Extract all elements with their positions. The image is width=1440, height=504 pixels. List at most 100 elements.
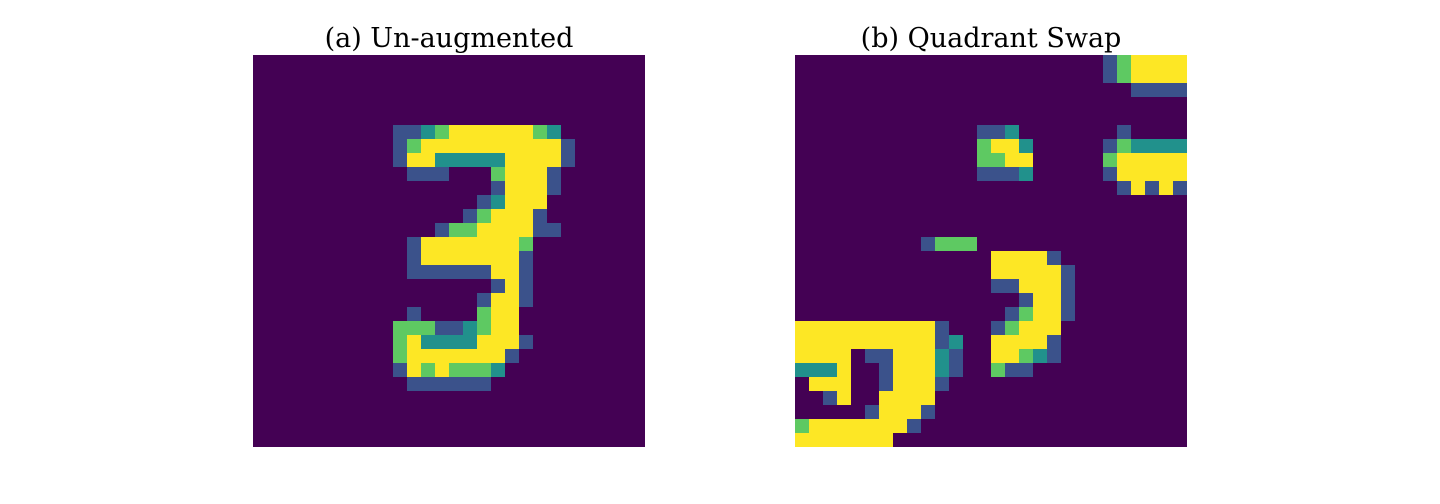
pixel <box>1005 55 1019 69</box>
pixel <box>963 111 977 125</box>
pixel <box>1089 83 1103 97</box>
pixel <box>519 349 533 363</box>
pixel <box>547 97 561 111</box>
pixel <box>435 237 449 251</box>
pixel <box>519 153 533 167</box>
pixel <box>879 419 893 433</box>
pixel <box>907 363 921 377</box>
pixel <box>393 195 407 209</box>
pixel <box>463 251 477 265</box>
pixel <box>365 391 379 405</box>
pixel <box>603 307 617 321</box>
pixel <box>1089 251 1103 265</box>
pixel <box>1019 111 1033 125</box>
pixel <box>351 167 365 181</box>
pixel <box>809 405 823 419</box>
pixel <box>907 321 921 335</box>
pixel <box>1019 405 1033 419</box>
pixel <box>1159 419 1173 433</box>
pixel <box>1173 153 1187 167</box>
pixel <box>477 55 491 69</box>
pixel <box>1145 153 1159 167</box>
pixel <box>435 307 449 321</box>
pixel <box>879 251 893 265</box>
pixel <box>603 55 617 69</box>
pixel <box>337 251 351 265</box>
pixel <box>809 223 823 237</box>
pixel <box>1103 181 1117 195</box>
pixel <box>477 195 491 209</box>
pixel <box>393 167 407 181</box>
pixel <box>463 307 477 321</box>
pixel <box>477 251 491 265</box>
pixel <box>1117 69 1131 83</box>
pixel <box>921 265 935 279</box>
pixel <box>1061 405 1075 419</box>
pixel <box>491 279 505 293</box>
pixel <box>977 391 991 405</box>
pixel <box>837 237 851 251</box>
pixel <box>533 405 547 419</box>
pixel <box>379 321 393 335</box>
pixel <box>379 181 393 195</box>
pixel <box>1145 167 1159 181</box>
pixel <box>935 293 949 307</box>
pixel <box>921 251 935 265</box>
pixel <box>589 335 603 349</box>
pixel <box>435 69 449 83</box>
pixel <box>907 279 921 293</box>
pixel <box>547 111 561 125</box>
pixel <box>893 55 907 69</box>
pixel <box>421 97 435 111</box>
pixel <box>631 419 645 433</box>
pixel <box>267 279 281 293</box>
pixel <box>1131 55 1145 69</box>
pixel <box>1033 293 1047 307</box>
pixel <box>935 97 949 111</box>
pixel <box>1033 83 1047 97</box>
pixel <box>1005 419 1019 433</box>
pixel <box>463 111 477 125</box>
pixel <box>1145 279 1159 293</box>
pixel <box>823 251 837 265</box>
pixel <box>267 349 281 363</box>
pixel <box>977 377 991 391</box>
pixel <box>1117 321 1131 335</box>
pixel <box>1047 321 1061 335</box>
pixel <box>1005 111 1019 125</box>
pixel <box>603 251 617 265</box>
pixel <box>561 377 575 391</box>
pixel <box>435 97 449 111</box>
pixel <box>1005 307 1019 321</box>
pixel <box>879 195 893 209</box>
pixel <box>281 223 295 237</box>
pixel <box>435 433 449 447</box>
pixel <box>907 139 921 153</box>
pixel <box>977 363 991 377</box>
pixel <box>1131 349 1145 363</box>
pixel <box>519 307 533 321</box>
pixel <box>921 195 935 209</box>
pixel <box>393 419 407 433</box>
pixel <box>617 237 631 251</box>
pixel <box>561 321 575 335</box>
pixel <box>1173 83 1187 97</box>
pixel <box>893 167 907 181</box>
pixel <box>407 419 421 433</box>
pixel <box>865 419 879 433</box>
pixel <box>1145 433 1159 447</box>
pixel <box>253 237 267 251</box>
pixel <box>463 97 477 111</box>
pixel <box>1103 335 1117 349</box>
pixel <box>823 97 837 111</box>
pixel <box>463 55 477 69</box>
pixel <box>267 83 281 97</box>
pixel <box>253 349 267 363</box>
pixel <box>617 167 631 181</box>
pixel <box>823 209 837 223</box>
pixel <box>1089 97 1103 111</box>
pixel <box>879 111 893 125</box>
pixel <box>1089 307 1103 321</box>
pixel <box>837 265 851 279</box>
pixel <box>1075 391 1089 405</box>
